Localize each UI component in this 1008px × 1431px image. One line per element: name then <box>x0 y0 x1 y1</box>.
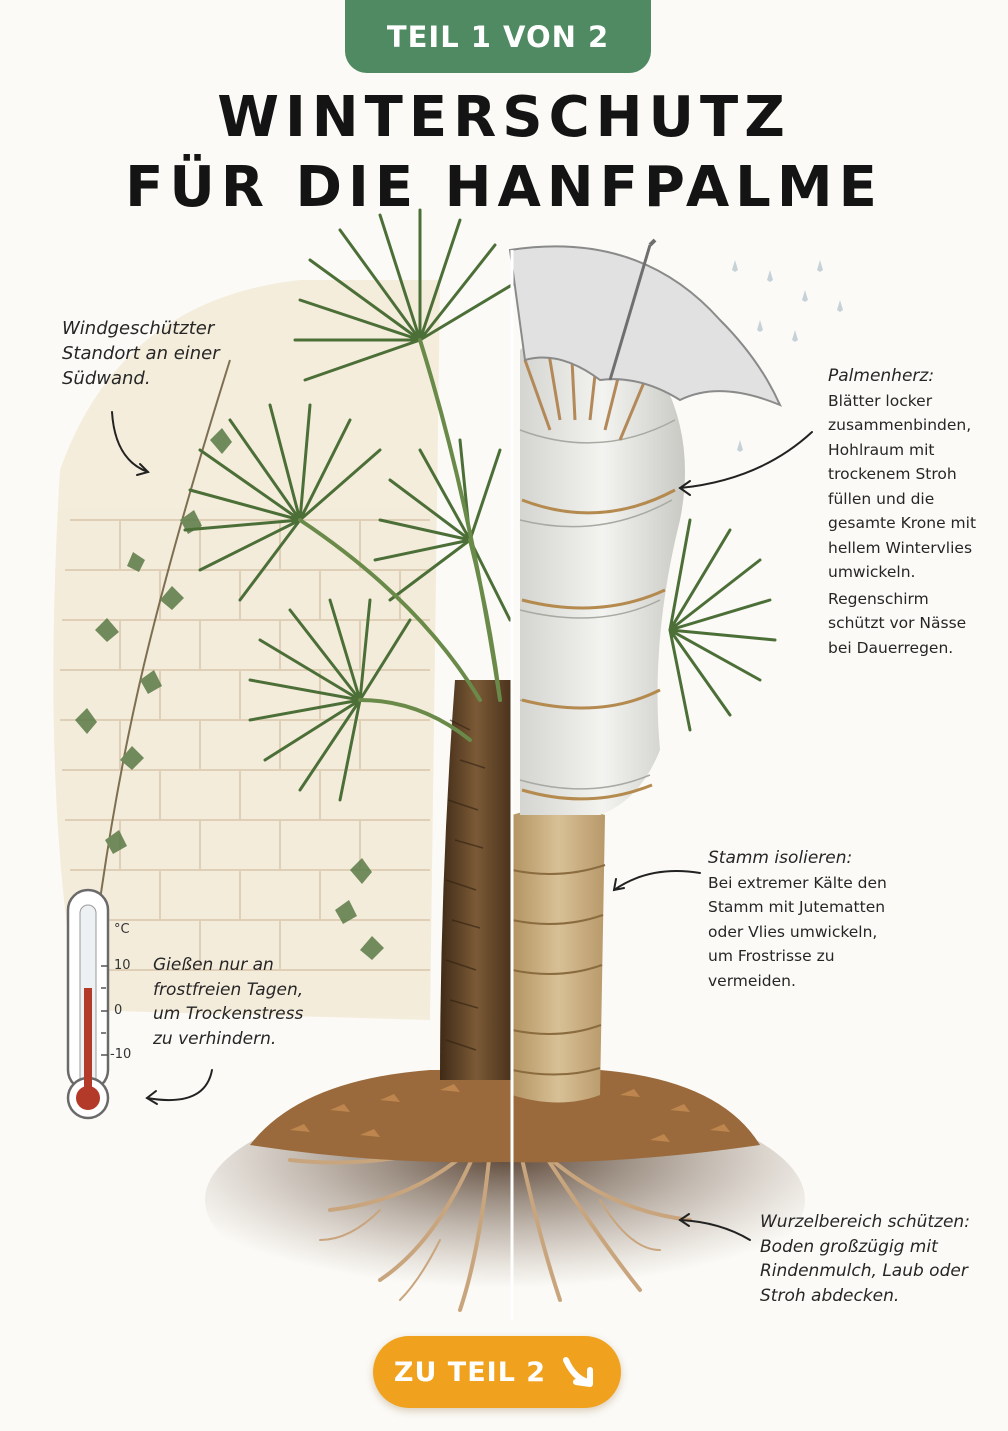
note-standort-text: Windgeschützter Standort an einer Südwan… <box>62 318 220 389</box>
note-palmenherz-head: Palmenherz: <box>828 366 935 386</box>
note-standort: Windgeschützter Standort an einer Südwan… <box>62 316 262 391</box>
palm-icon <box>183 208 522 802</box>
thermometer-tick-0: 0 <box>114 1003 123 1018</box>
note-stamm-body: Bei extremer Kälte den Stamm mit Jutemat… <box>708 873 887 990</box>
note-palmenherz: Palmenherz: Blätter locker zusammenbinde… <box>828 364 978 660</box>
arrow-down-right-icon <box>563 1357 594 1387</box>
note-wurzel-head: Wurzelbereich schützen: <box>760 1212 970 1232</box>
umbrella-icon <box>508 238 782 407</box>
thermometer-icon <box>66 888 110 1120</box>
note-palmenherz-extra: Regenschirm schützt vor Nässe bei Dauerr… <box>828 589 967 657</box>
ivy-icon <box>75 359 384 960</box>
next-part-button[interactable]: ZU TEIL 2 <box>373 1336 621 1408</box>
note-palmenherz-body: Blätter locker zusammenbinden, Hohlraum … <box>828 391 977 582</box>
note-stamm: Stamm isolieren: Bei extremer Kälte den … <box>708 846 888 993</box>
thermometer-unit: °C <box>114 922 130 937</box>
note-wurzel-body: Boden großzügig mit Rindenmulch, Laub od… <box>760 1236 968 1306</box>
annotation-arrows <box>111 411 813 1241</box>
note-wurzel: Wurzelbereich schützen: Boden großzügig … <box>760 1210 980 1308</box>
part-badge: TEIL 1 VON 2 <box>345 0 651 73</box>
thermometer-tick-minus10: -10 <box>110 1047 132 1062</box>
note-giessen-text: Gießen nur an frostfreien Tagen, um Troc… <box>153 955 304 1049</box>
note-stamm-head: Stamm isolieren: <box>708 848 853 868</box>
page-title-line2: FÜR DIE HANFPALME <box>125 155 883 220</box>
brick-wall-icon <box>53 280 440 1020</box>
note-giessen: Gießen nur an frostfreien Tagen, um Troc… <box>153 953 323 1051</box>
next-part-label: ZU TEIL 2 <box>393 1356 547 1388</box>
thermometer-tick-10: 10 <box>114 958 131 973</box>
page-title-line1: WINTERSCHUTZ <box>217 85 791 150</box>
